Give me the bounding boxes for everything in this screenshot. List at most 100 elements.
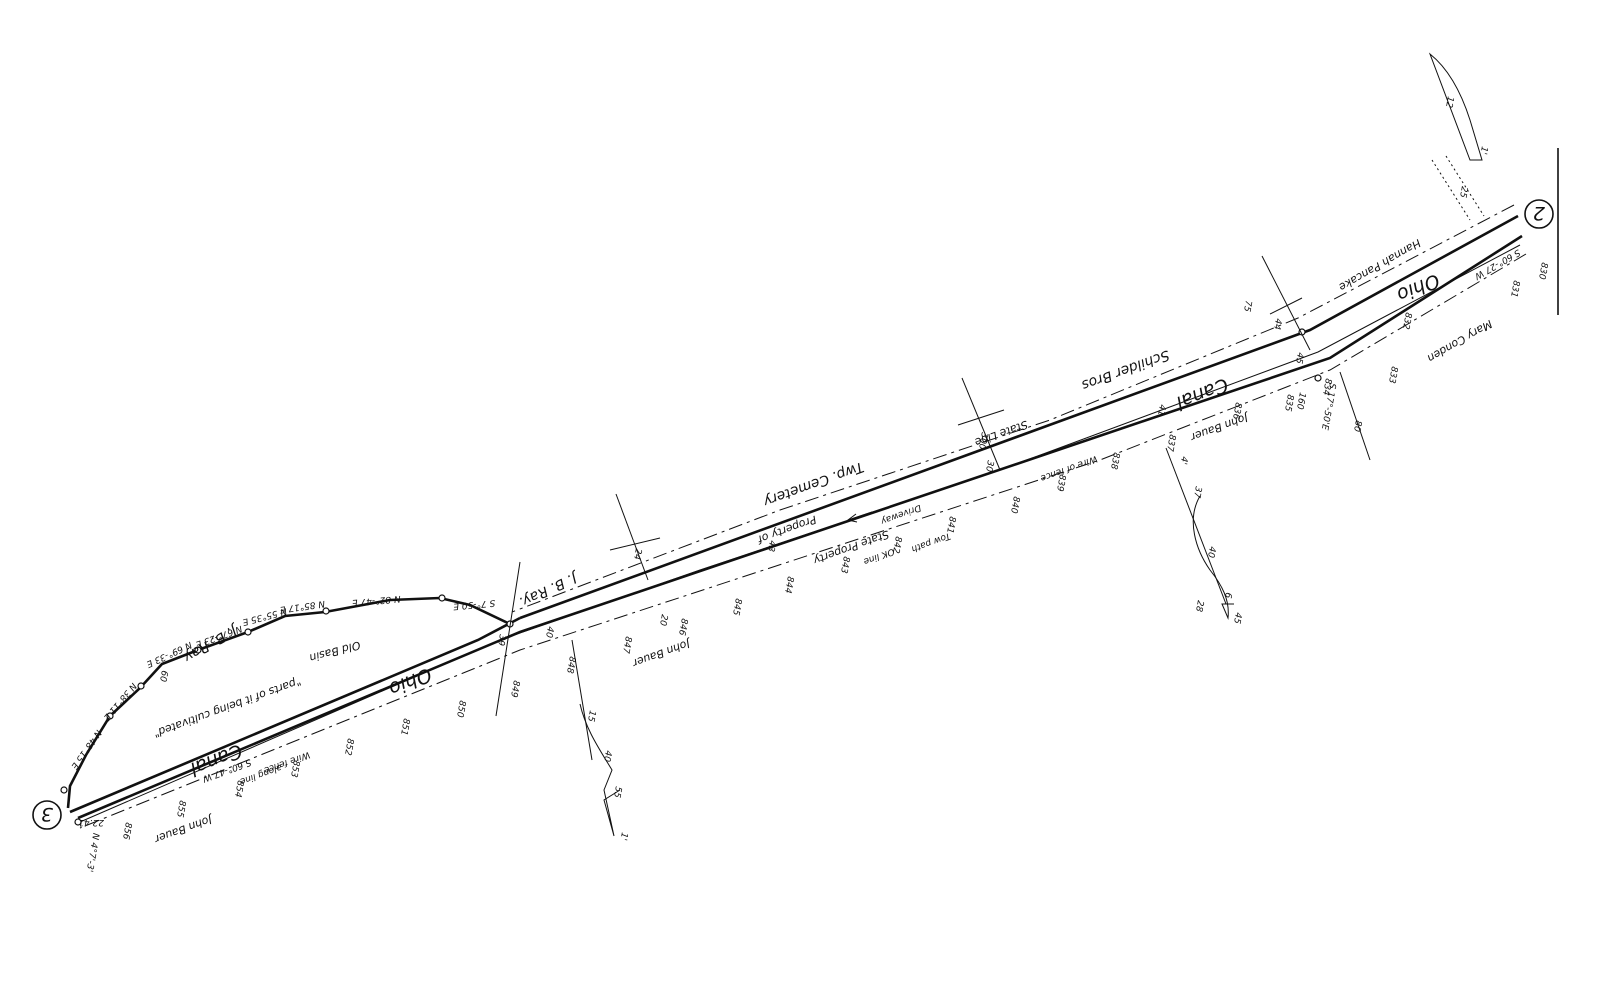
- offset-label: 30: [983, 459, 995, 472]
- station-label: 840: [1008, 495, 1021, 514]
- profile-sketches: [579, 52, 1483, 837]
- offset-label: 45: [1293, 351, 1305, 364]
- station-label: 855: [174, 799, 187, 818]
- cross-section: [961, 377, 1001, 471]
- old-basin-boundary: [66, 596, 511, 809]
- cross-section: [1165, 447, 1227, 605]
- station-label: 835: [1282, 393, 1295, 412]
- offset-label: 40: [543, 625, 555, 638]
- station-label: 830: [1536, 261, 1549, 280]
- station-label: 846: [676, 617, 689, 636]
- bearing-label: N 38°11 E: [101, 681, 138, 723]
- offset-label: 44: [1271, 317, 1283, 330]
- station-label: 847: [620, 635, 633, 654]
- station-label: 834: [1320, 377, 1333, 396]
- property-line-south: [79, 253, 1527, 829]
- profile-sketch-w: [579, 703, 621, 837]
- survey-node: [438, 594, 446, 602]
- survey-node: [1314, 374, 1322, 382]
- profile-ticks: 1' 12 37 4' 40 6 45 1' 15 40 55: [585, 95, 1489, 841]
- cross-section: [571, 639, 593, 761]
- end-marker-label: 2: [1533, 202, 1545, 224]
- station-label: 852: [342, 737, 355, 756]
- station-label: 838: [1108, 451, 1121, 470]
- station-label: 845: [730, 597, 743, 616]
- owner-label: John Bauer: [1187, 410, 1251, 444]
- profile-sketch-ne: [1428, 52, 1483, 161]
- survey-node: [194, 646, 202, 654]
- note-label: "parts of it being cultivated": [152, 675, 303, 741]
- offset-label: 39: [495, 633, 507, 646]
- survey-node: [74, 818, 82, 826]
- station-label: 842: [890, 535, 903, 554]
- station-label: 848: [564, 655, 577, 674]
- offset-label: 160: [1294, 391, 1307, 410]
- canal-north-west: [69, 616, 521, 814]
- cross-section: [609, 537, 661, 551]
- note-label: Wire of fence: [1038, 453, 1098, 483]
- cross-section: [1269, 297, 1303, 315]
- marker-3: 3: [32, 800, 62, 830]
- offsets: 44 80 20 45 40 300 30 43 24 41 25 22.41 …: [78, 185, 1469, 827]
- canal-north-bank: [519, 214, 1519, 620]
- offset-label: 22.41: [78, 817, 104, 827]
- station-label: 853: [288, 759, 301, 778]
- station-label: 836: [1230, 401, 1243, 420]
- note-label: Tow path: [910, 530, 952, 553]
- station-label: 844: [782, 575, 795, 594]
- station-label: 831: [1508, 279, 1521, 298]
- survey-node: [60, 786, 68, 794]
- cross-section: [1431, 159, 1471, 221]
- station-label: 841: [944, 515, 957, 534]
- offset-label: 24: [631, 547, 643, 560]
- profile-tick-label: 6: [1222, 591, 1233, 599]
- offset-label: 43: [765, 539, 777, 552]
- cross-section: [1445, 155, 1485, 217]
- survey-node: [137, 682, 145, 690]
- profile-tick-label: 1': [618, 831, 629, 841]
- profile-sketch-mid: [1192, 495, 1234, 620]
- owner-label: Mary Conden: [1425, 317, 1495, 365]
- bearing-label: N 4°7'-3': [84, 832, 101, 873]
- offset-label: 75: [1241, 299, 1253, 312]
- canal-lines: [77, 204, 1527, 829]
- old-basin: [60, 328, 1322, 826]
- note-label: Old Basin: [308, 638, 362, 664]
- station-label: 851: [398, 717, 411, 736]
- bearing-label: N 82°-47 E: [351, 593, 401, 607]
- profile-tick-label: 1': [1478, 145, 1489, 155]
- cross-sections: [495, 155, 1485, 761]
- bearing-label: N 48°15 E: [68, 728, 102, 771]
- cross-section: [1261, 255, 1311, 351]
- survey-node: [106, 712, 114, 720]
- offset-label: 60: [157, 669, 169, 682]
- marker-2: 2: [1524, 199, 1554, 229]
- flow-arrow: [847, 511, 873, 521]
- end-marker-circle: [32, 800, 62, 830]
- survey-node: [322, 607, 330, 615]
- state-line-north: [511, 204, 1515, 613]
- station-label: 850: [454, 699, 467, 718]
- station-label: 849: [508, 679, 521, 698]
- profile-tick-label: 55: [611, 785, 623, 798]
- cross-section: [957, 409, 1005, 426]
- cross-section: [615, 493, 649, 581]
- cross-section: [495, 561, 521, 717]
- offset-label: 41: [1155, 403, 1167, 416]
- cross-section: [1339, 371, 1371, 461]
- owner-label: John Bauer: [629, 636, 693, 670]
- offset-label: 28: [1193, 599, 1205, 612]
- station-label: 833: [1386, 365, 1399, 384]
- stations: 830 831 832 833 834 835 836 837 838 839 …: [120, 261, 1549, 840]
- canal-label: Ohio: [1394, 269, 1443, 306]
- profile-tick-label: 12: [1443, 95, 1455, 108]
- end-marker-label: 3: [41, 803, 53, 825]
- basin-nodes: [60, 328, 1322, 826]
- notes: Old Basin "parts of it being cultivated"…: [152, 418, 1099, 787]
- profile-tick-label: 37: [1191, 485, 1203, 498]
- station-label: 839: [1054, 473, 1067, 492]
- survey-node: [244, 628, 252, 636]
- canal-label: Canal: [1172, 373, 1231, 414]
- profile-tick-label: 4': [1178, 455, 1189, 465]
